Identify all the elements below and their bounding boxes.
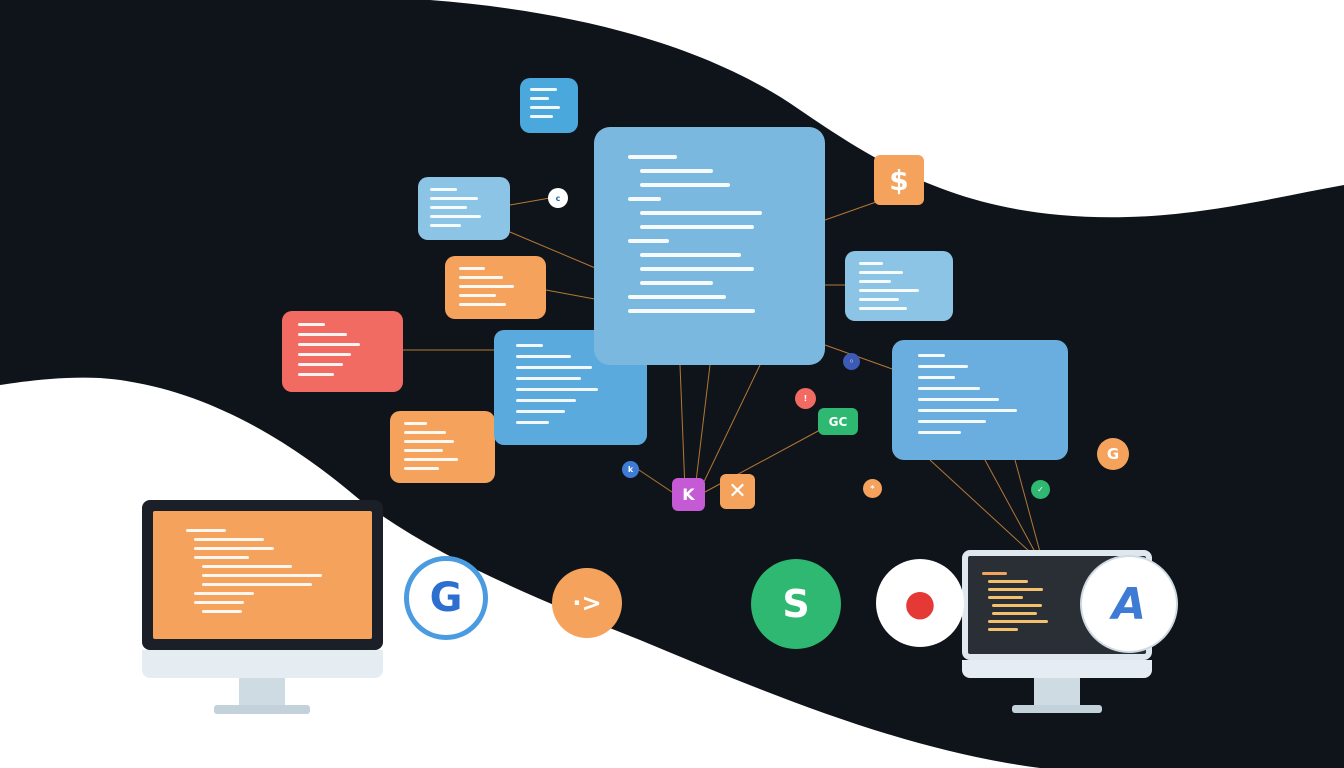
code-card-left-blue [418,177,510,240]
link-icon: k [622,461,639,478]
tag-icon: GC [818,408,858,435]
code-card-right-large [892,340,1068,460]
close-icon: ✕ [720,474,755,509]
code-card-top-small [520,78,578,133]
dollar-icon: $ [874,155,924,205]
code-card-left-orange [445,256,546,319]
check-icon: ✓ [1031,480,1050,499]
map-pin-icon: ● [876,559,964,647]
chat-icon: S [751,559,841,649]
a-logo-icon: A [1080,555,1178,653]
code-card-main [594,127,825,365]
star-icon: * [863,479,882,498]
refresh-icon: c [548,188,568,208]
code-card-left-orange-lower [390,411,495,483]
code-card-right-blue [845,251,953,321]
monitor-left-screen [142,500,383,650]
google-icon: G [404,556,488,640]
code-icon: K [672,478,705,511]
g-small-icon: G [1097,438,1129,470]
code-card-red [282,311,403,392]
alert-icon: ! [795,388,816,409]
monitor-left [142,500,383,715]
arrow-right-icon: ·> [552,568,622,638]
info-icon: ◦ [843,353,860,370]
